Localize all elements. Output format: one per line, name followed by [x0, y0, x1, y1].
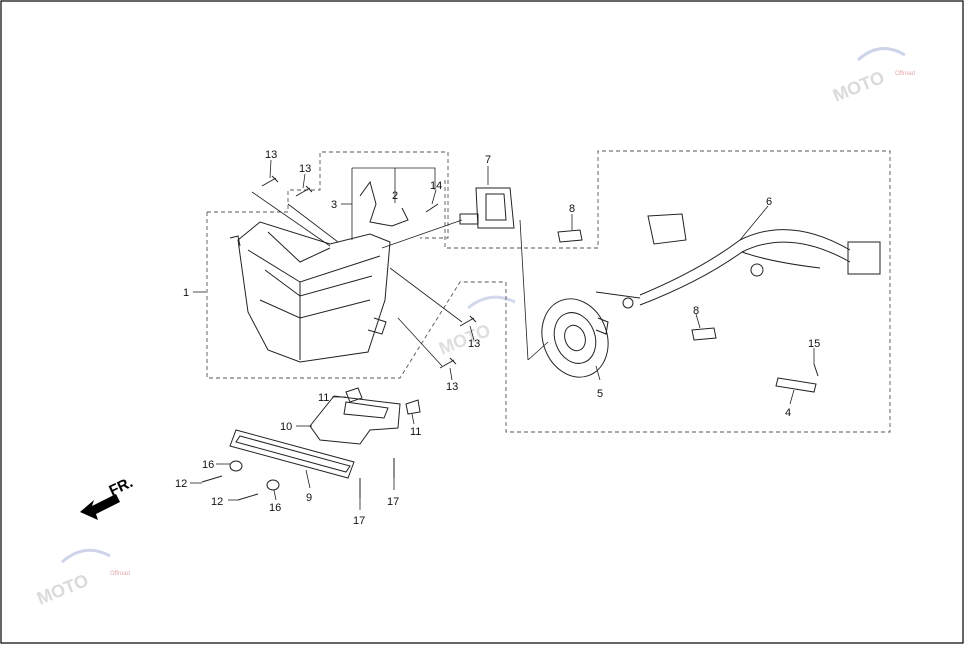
callout-13-d: 13 [446, 381, 458, 393]
callout-12-mid: 12 [211, 496, 223, 508]
front-direction-indicator: FR. [80, 474, 136, 520]
bolt-15 [813, 363, 819, 377]
watermark-bottom-left: MOTO Offroad [34, 548, 130, 609]
callout-6: 6 [766, 196, 772, 208]
callout-2: 2 [392, 190, 398, 202]
clip-11b [405, 399, 421, 415]
callout-15: 15 [808, 338, 820, 350]
callout-labels: 1 2 3 4 5 6 7 8 8 9 10 11 11 12 12 13 13… [175, 149, 820, 527]
svg-text:Offroad: Offroad [895, 71, 915, 77]
watermark-top-right: MOTO Offroad [830, 47, 915, 106]
callout-8-mid: 8 [693, 305, 699, 317]
leader-lines [190, 159, 815, 510]
callout-10: 10 [280, 421, 292, 433]
clip-11a [345, 387, 363, 403]
washer-16b [266, 479, 280, 491]
bolt-13b [295, 185, 313, 197]
position-bulb-mid [691, 327, 717, 341]
callout-5: 5 [597, 388, 603, 400]
callout-14: 14 [430, 180, 442, 192]
bolt-13d [439, 357, 457, 369]
callout-9: 9 [306, 492, 312, 504]
wire-clip [359, 180, 409, 227]
group-box-harness [444, 150, 891, 433]
washer-16a [229, 460, 243, 472]
callout-11-left: 11 [318, 392, 329, 404]
bolt-12a [201, 475, 223, 483]
callout-11-right: 11 [410, 426, 421, 438]
bolt-12b [237, 493, 259, 501]
svg-text:MOTO: MOTO [34, 570, 91, 609]
headlight-bulb [459, 187, 515, 229]
callout-12-left: 12 [175, 478, 187, 490]
svg-text:Offroad: Offroad [110, 571, 130, 577]
bulb-socket [541, 298, 609, 378]
bolt-14 [425, 203, 439, 213]
wiring-harness [595, 213, 881, 309]
position-bulb-top [557, 229, 583, 243]
callout-13-a: 13 [265, 149, 277, 161]
group-box-headlight [207, 151, 449, 239]
callout-3: 3 [331, 199, 337, 211]
svg-text:MOTO: MOTO [830, 67, 887, 106]
stay-rod [775, 377, 817, 393]
callout-16-left: 16 [202, 459, 214, 471]
callout-7: 7 [485, 154, 491, 166]
front-arrow-icon [80, 494, 120, 520]
callout-17-left: 17 [353, 515, 365, 527]
callout-17-right: 17 [387, 496, 399, 508]
callout-1: 1 [183, 287, 189, 299]
front-label: FR. [107, 474, 136, 500]
reflector-strip [229, 429, 355, 479]
bolt-13c [459, 315, 477, 327]
callout-13-b: 13 [299, 163, 311, 175]
callout-13-c: 13 [468, 338, 480, 350]
callout-4: 4 [785, 407, 791, 419]
callout-16-mid: 16 [269, 502, 281, 514]
svg-text:MOTO: MOTO [436, 320, 493, 359]
callout-8-top: 8 [569, 203, 575, 215]
bolt-13a [261, 175, 279, 187]
headlight-assembly [229, 221, 391, 363]
group-box-headlight-bottom [206, 212, 505, 379]
